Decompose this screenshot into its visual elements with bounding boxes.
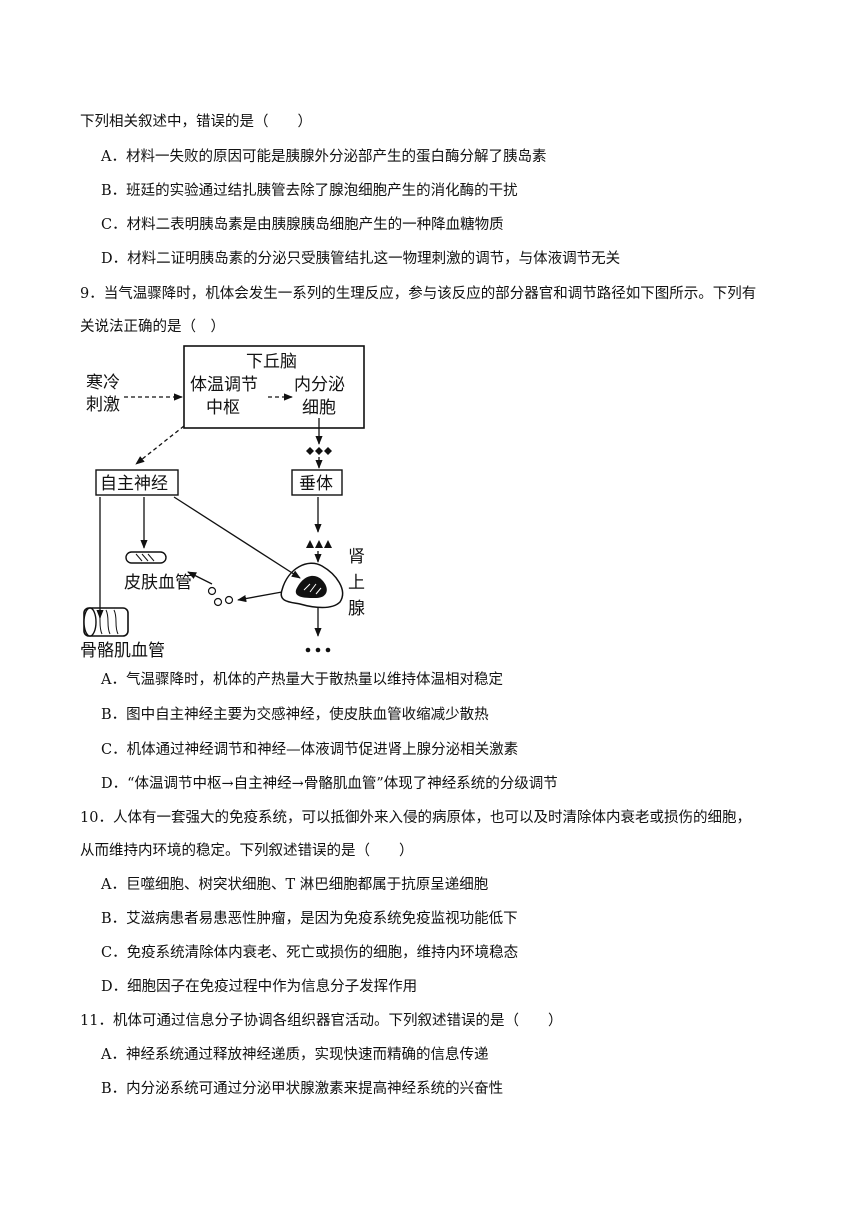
- endocrine-label-1: 内分泌: [294, 375, 345, 395]
- autonomic-label: 自主神经: [100, 474, 168, 494]
- q9-option-b: B．图中自主神经主要为交感神经，使皮肤血管收缩减少散热: [101, 707, 489, 723]
- cold-label-1: 寒冷: [86, 373, 120, 393]
- q10-stem-line1: 10．人体有一套强大的免疫系统，可以抵御外来入侵的病原体，也可以及时清除体内衰老…: [80, 810, 751, 826]
- q8-option-c: C．材料二表明胰岛素是由胰腺胰岛细胞产生的一种降血糖物质: [101, 217, 504, 233]
- q9-stem-line1: 9．当气温骤降时，机体会发生一系列的生理反应，参与该反应的部分器官和调节路径如下…: [80, 286, 757, 302]
- thermo-center-label-2: 中枢: [206, 398, 240, 418]
- q8-option-a: A．材料一失败的原因可能是胰腺外分泌部产生的蛋白酶分解了胰岛素: [101, 149, 547, 165]
- muscle-vessel-label: 骨骼肌血管: [80, 641, 165, 660]
- adrenal-label-2: 上: [348, 573, 365, 593]
- adrenal-label-3: 腺: [348, 599, 365, 619]
- hypothalamus-box: [183, 345, 365, 429]
- q8-option-b: B．班廷的实验通过结扎胰管去除了腺泡细胞产生的消化酶的干扰: [101, 183, 518, 199]
- q10-option-d: D．细胞因子在免疫过程中作为信息分子发挥作用: [101, 979, 418, 995]
- ellipsis-dots: [305, 647, 331, 653]
- circles-to-skin-arrow: [187, 571, 213, 585]
- cold-label-2: 刺激: [86, 395, 120, 415]
- q8-stem: 下列相关叙述中，错误的是（ ）: [80, 114, 312, 130]
- muscle-vessel-icon: [83, 607, 129, 637]
- q9-stem-line2: 关说法正确的是（ ）: [80, 319, 225, 335]
- q10-stem-line2: 从而维持内环境的稳定。下列叙述错误的是（ ）: [80, 843, 414, 859]
- q11-stem: 11．机体可通过信息分子协调各组织器官活动。下列叙述错误的是（ ）: [80, 1013, 563, 1029]
- q10-option-c: C．免疫系统清除体内衰老、死亡或损伤的细胞，维持内环境稳态: [101, 945, 519, 961]
- q9-option-d: D．“体温调节中枢→自主神经→骨骼肌血管”体现了神经系统的分级调节: [101, 776, 558, 792]
- q11-option-a: A．神经系统通过释放神经递质，实现快速而精确的信息传递: [101, 1047, 489, 1063]
- q9-option-a: A．气温骤降时，机体的产热量大于散热量以维持体温相对稳定: [101, 672, 503, 688]
- q11-option-b: B．内分泌系统可通过分泌甲状腺激素来提高神经系统的兴奋性: [101, 1081, 504, 1097]
- adrenal-to-circles-arrow: [237, 591, 283, 603]
- skin-vessel-icon: [125, 551, 167, 564]
- q10-option-b: B．艾滋病患者易患恶性肿瘤，是因为免疫系统免疫监视功能低下: [101, 911, 518, 927]
- q10-option-a: A．巨噬细胞、树突状细胞、T 淋巴细胞都属于抗原呈递细胞: [101, 877, 489, 893]
- thermo-center-label-1: 体温调节: [190, 375, 258, 395]
- hormone-triangles: [306, 540, 332, 548]
- adrenal-gland-icon: [280, 562, 344, 609]
- autonomic-to-adrenal-arrow: [173, 496, 301, 579]
- endocrine-label-2: 细胞: [302, 398, 336, 418]
- hypothalamus-label: 下丘脑: [246, 352, 297, 372]
- center-to-autonomic-arrow: [135, 425, 185, 465]
- autonomic-box: [95, 469, 179, 496]
- regulation-diagram: 寒冷 刺激 下丘脑 体温调节 中枢 内分泌 细胞 自主神经 垂体 皮肤血管: [80, 345, 365, 660]
- hormone-circles: [207, 586, 234, 607]
- q9-option-c: C．机体通过神经调节和神经—体液调节促进肾上腺分泌相关激素: [101, 742, 519, 758]
- skin-vessel-label: 皮肤血管: [124, 573, 192, 593]
- hormone-diamonds: [306, 447, 332, 455]
- adrenal-label-1: 肾: [348, 547, 365, 567]
- pituitary-label: 垂体: [299, 474, 333, 494]
- q8-option-d: D．材料二证明胰岛素的分泌只受胰管结扎这一物理刺激的调节，与体液调节无关: [101, 251, 621, 267]
- pituitary-box: [291, 469, 343, 496]
